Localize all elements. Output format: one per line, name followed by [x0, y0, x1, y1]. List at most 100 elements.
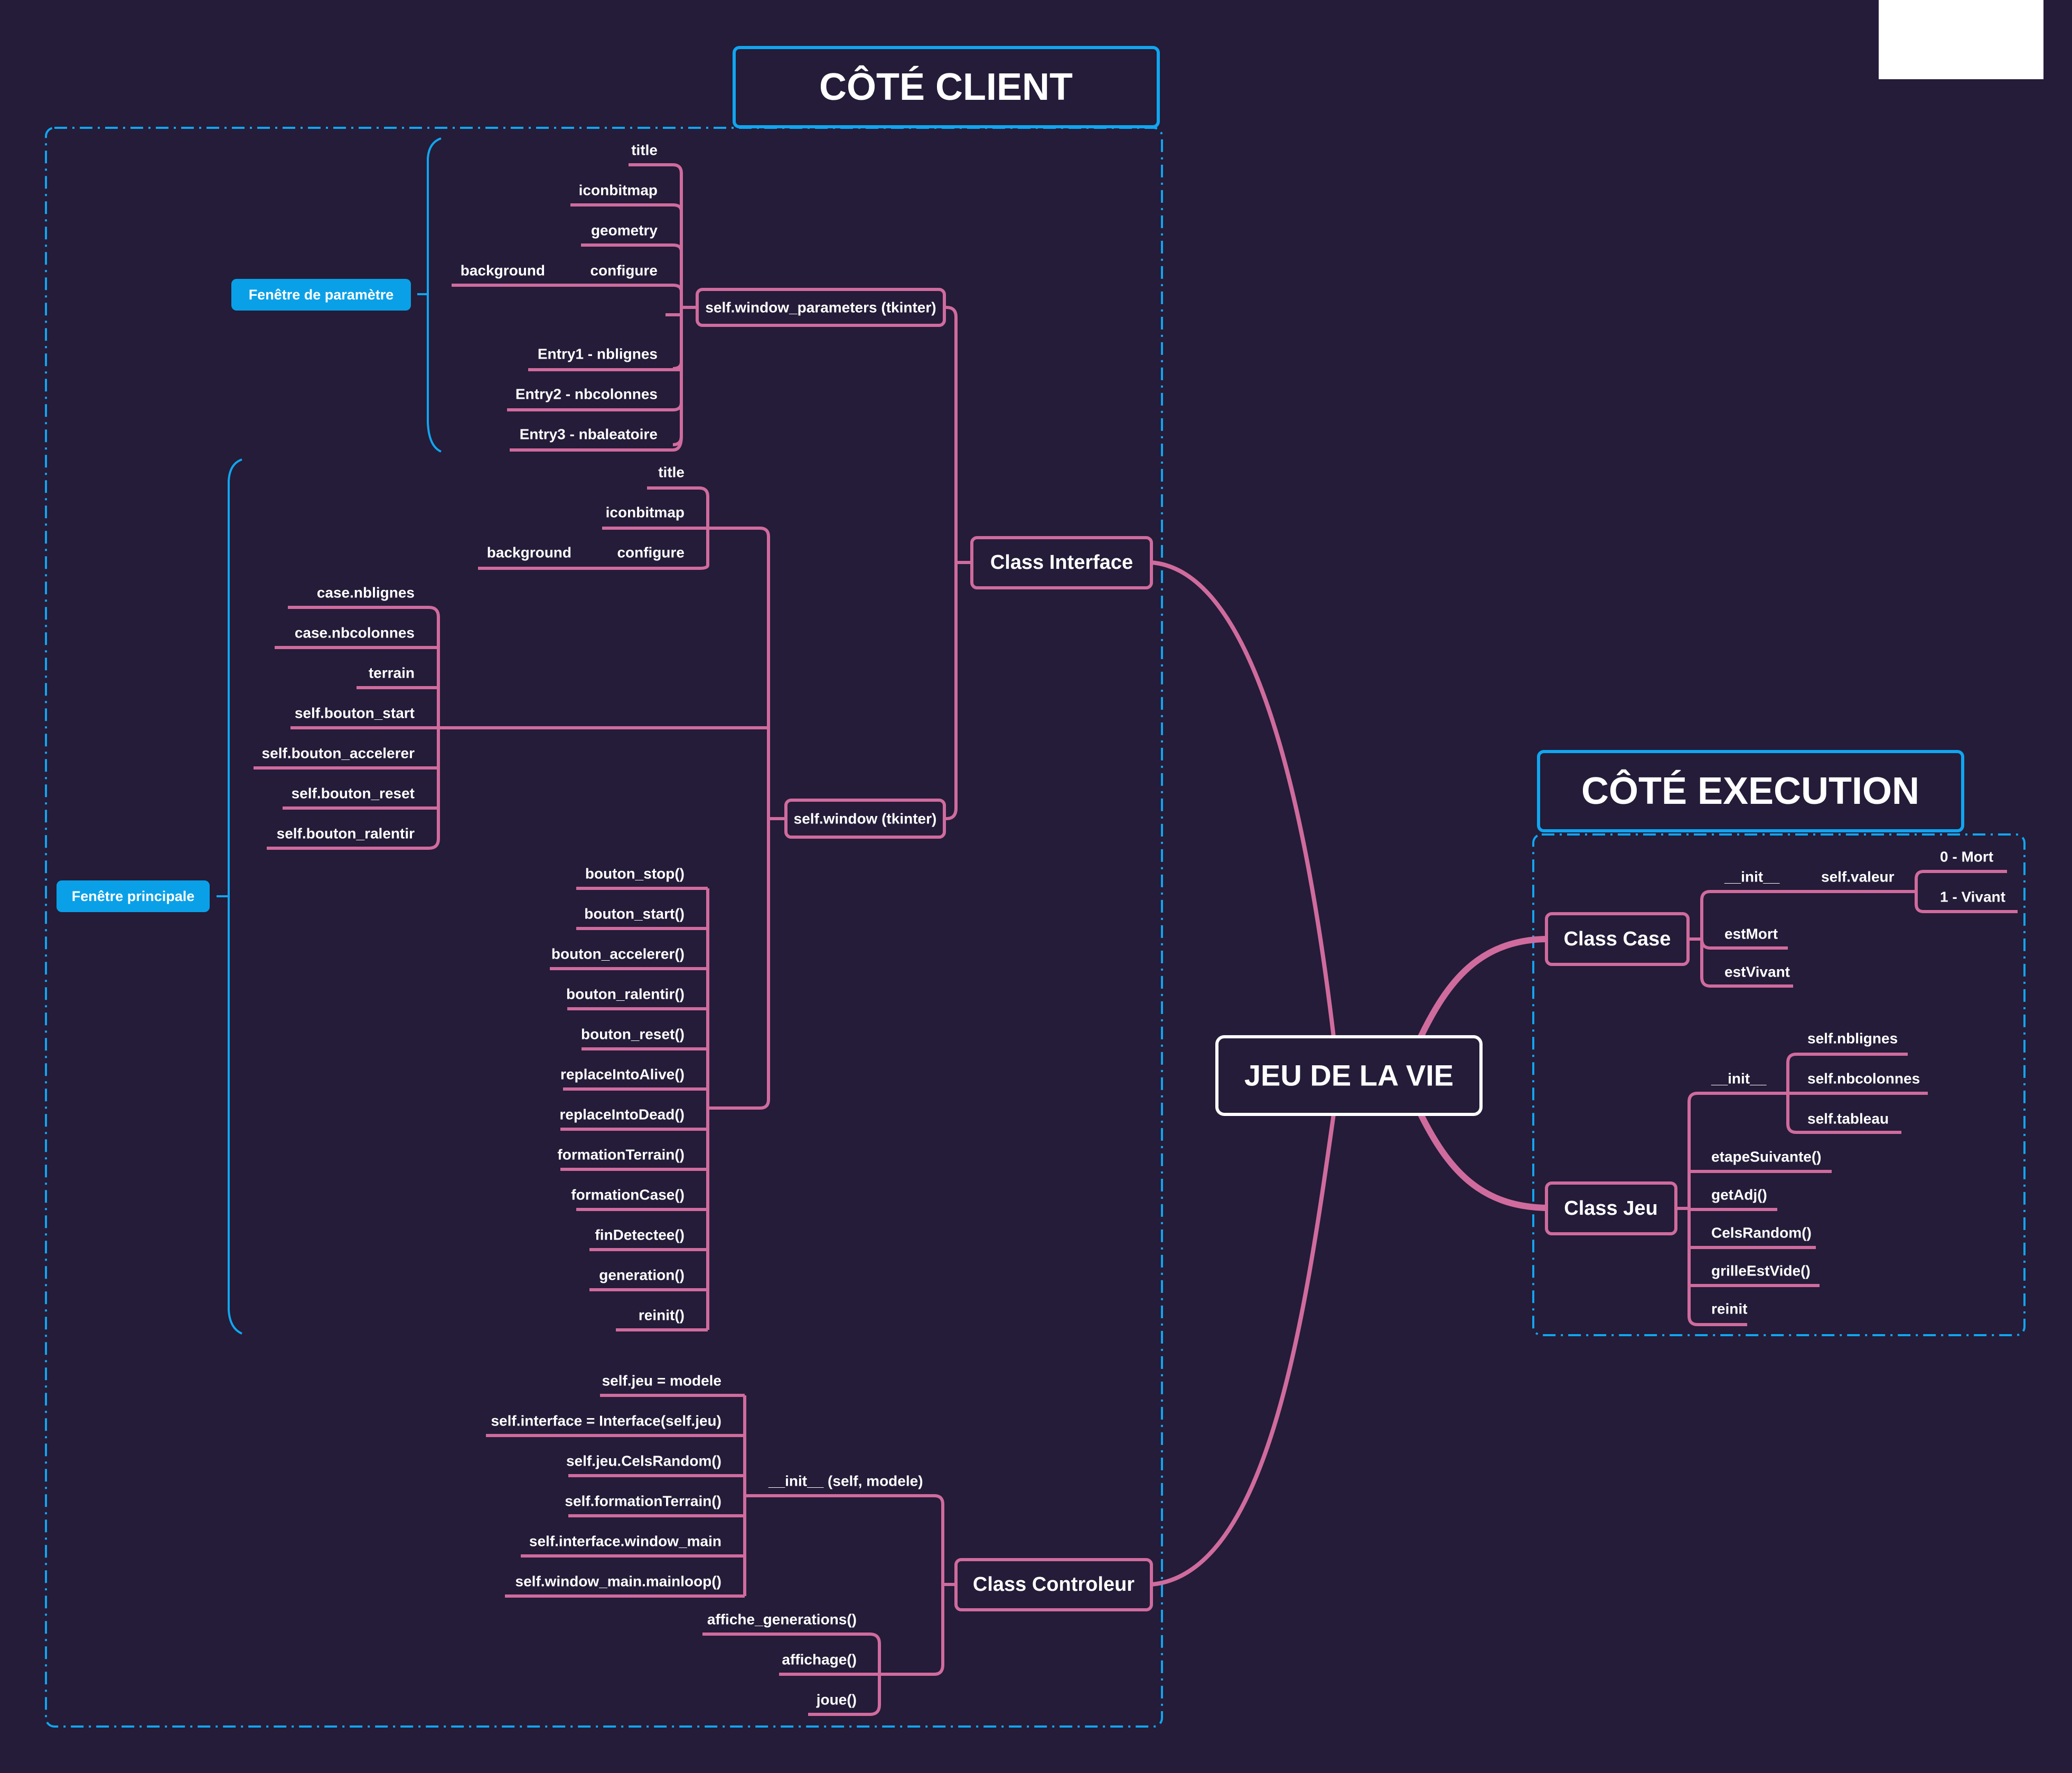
- root-label: JEU DE LA VIE: [1244, 1059, 1454, 1092]
- window-method: replaceIntoDead(): [560, 1106, 685, 1123]
- wp-entry1: Entry1 - nblignes: [538, 346, 658, 362]
- param-group-bracket: [427, 137, 442, 453]
- window-widgets-link: [438, 726, 770, 819]
- wp-blank-link: [665, 307, 683, 316]
- wp-entry2-link: [507, 402, 683, 411]
- jeu-attr: self.nblignes: [1807, 1030, 1898, 1047]
- widget-item: terrain: [369, 665, 415, 681]
- root-node[interactable]: [1215, 1035, 1483, 1116]
- jeu-init-link: [1687, 1092, 1788, 1208]
- ctrl-init-item: self.jeu = modele: [602, 1373, 721, 1389]
- class-interface-node[interactable]: [970, 536, 1153, 589]
- case-estvivant-link: [1700, 939, 1793, 988]
- wp-configure-link: [581, 284, 683, 292]
- ctrl-init-item: self.formationTerrain(): [565, 1493, 721, 1509]
- wg-spine-bottom: [267, 728, 440, 850]
- window-method: bouton_reset(): [581, 1026, 685, 1043]
- ctrl-init-item: self.interface = Interface(self.jeu): [491, 1413, 721, 1429]
- root-to-interface-link: [1151, 560, 1336, 1037]
- jeu-method: getAdj(): [1711, 1187, 1767, 1203]
- aff-joue: joue(): [816, 1692, 857, 1708]
- execution-section-frame: [1532, 833, 2026, 1336]
- ctrl-init-items-group: self.jeu = modele self.interface = Interf…: [486, 1373, 746, 1598]
- execution-title: CÔTÉ EXECUTION: [1581, 770, 1919, 812]
- wp-configure: configure: [590, 262, 658, 279]
- root-to-case-link: [1418, 936, 1547, 1038]
- ctrl-init-item: self.window_main.mainloop(): [515, 1573, 721, 1590]
- valeur-vivant: 1 - Vivant: [1940, 889, 2005, 905]
- ctrl-init-label: __init__ (self, modele): [768, 1473, 923, 1489]
- widget-item: self.bouton_start: [295, 705, 415, 721]
- wp-title: title: [631, 142, 658, 158]
- case-estvivant: estVivant: [1724, 964, 1790, 980]
- wg-spine-top: [288, 606, 440, 728]
- wp-title-link: [629, 163, 683, 307]
- interface-to-winparams: [945, 306, 958, 562]
- case-init-link: [1700, 890, 1916, 939]
- aff-generations: affiche_generations(): [707, 1611, 857, 1628]
- case-estmort: estMort: [1724, 926, 1778, 942]
- jeu-method: grilleEstVide(): [1711, 1263, 1811, 1279]
- cfg-configure: configure: [617, 545, 685, 561]
- window-config-link: [708, 527, 770, 819]
- window-method: formationTerrain(): [557, 1147, 685, 1163]
- widget-item: self.bouton_ralentir: [277, 825, 415, 842]
- jeu-method: CelsRandom(): [1711, 1225, 1812, 1241]
- class-case-label: Class Case: [1564, 928, 1671, 950]
- case-valeur: self.valeur: [1821, 869, 1895, 885]
- class-interface-label: Class Interface: [990, 551, 1133, 574]
- jeu-method: reinit: [1711, 1301, 1747, 1317]
- cfg-background: background: [487, 545, 571, 561]
- widget-item: case.nbcolonnes: [295, 625, 415, 641]
- valeur-mort-link: [1915, 870, 2007, 892]
- widget-item: self.bouton_reset: [292, 785, 415, 802]
- jeu-attr-bottom: [1786, 1093, 1901, 1134]
- wp-entry3: Entry3 - nbaleatoire: [520, 426, 658, 443]
- ctrl-init-link: [745, 1494, 944, 1584]
- group-pill-principale[interactable]: [57, 880, 210, 912]
- cfg-configure-link: [607, 528, 709, 570]
- jeu-methods-spine: [1687, 1208, 1747, 1326]
- valeur-vivant-link: [1915, 892, 2018, 913]
- widget-item: case.nblignes: [317, 585, 415, 601]
- ctrl-init-item: self.interface.window_main: [529, 1533, 721, 1550]
- wp-background: background: [461, 262, 545, 279]
- window-method: bouton_stop(): [585, 866, 685, 882]
- jeu-attr: self.tableau: [1807, 1111, 1889, 1127]
- wp-geometry-link: [581, 243, 683, 252]
- valeur-mort: 0 - Mort: [1940, 849, 1993, 865]
- jeu-attr-top: [1786, 1053, 1908, 1093]
- white-patch: [1879, 0, 2043, 79]
- jeu-attr: self.nbcolonnes: [1807, 1071, 1920, 1087]
- wp-iconbitmap: iconbitmap: [579, 182, 658, 199]
- group-pill-principale-label: Fenêtre principale: [72, 888, 195, 904]
- cfg-title-link: [647, 486, 709, 528]
- window-method: formationCase(): [571, 1187, 685, 1203]
- widget-item: self.bouton_accelerer: [262, 745, 415, 762]
- jeu-init: __init__: [1711, 1071, 1767, 1087]
- window-method: bouton_accelerer(): [551, 946, 685, 962]
- group-pill-parametre[interactable]: [231, 279, 411, 311]
- ctrl-init-item: self.jeu.CelsRandom(): [566, 1453, 721, 1469]
- wp-geometry: geometry: [591, 222, 658, 239]
- window-methods-link: [708, 819, 770, 1110]
- ctrl-affichage-link: [879, 1584, 944, 1676]
- root-to-controleur-link: [1151, 1114, 1336, 1587]
- window-method: finDetectee(): [595, 1227, 685, 1243]
- cfg-iconbitmap: iconbitmap: [606, 504, 685, 521]
- aff-top-link: [702, 1633, 881, 1674]
- cfg-title: title: [658, 464, 685, 481]
- window-method: generation(): [599, 1267, 685, 1283]
- wp-entry3-link: [510, 436, 683, 452]
- group-pill-parametre-label: Fenêtre de paramètre: [249, 287, 394, 303]
- interface-to-window: [945, 562, 958, 820]
- window-method: bouton_start(): [584, 906, 685, 922]
- class-jeu-label: Class Jeu: [1564, 1197, 1657, 1219]
- class-controleur-label: Class Controleur: [973, 1573, 1135, 1596]
- window-parameters-label: self.window_parameters (tkinter): [705, 299, 936, 316]
- window-methods-group: bouton_stop() bouton_start() bouton_accele…: [550, 866, 709, 1331]
- case-init: __init__: [1724, 869, 1780, 885]
- window-method: replaceIntoAlive(): [560, 1066, 685, 1083]
- client-title: CÔTÉ CLIENT: [819, 65, 1073, 108]
